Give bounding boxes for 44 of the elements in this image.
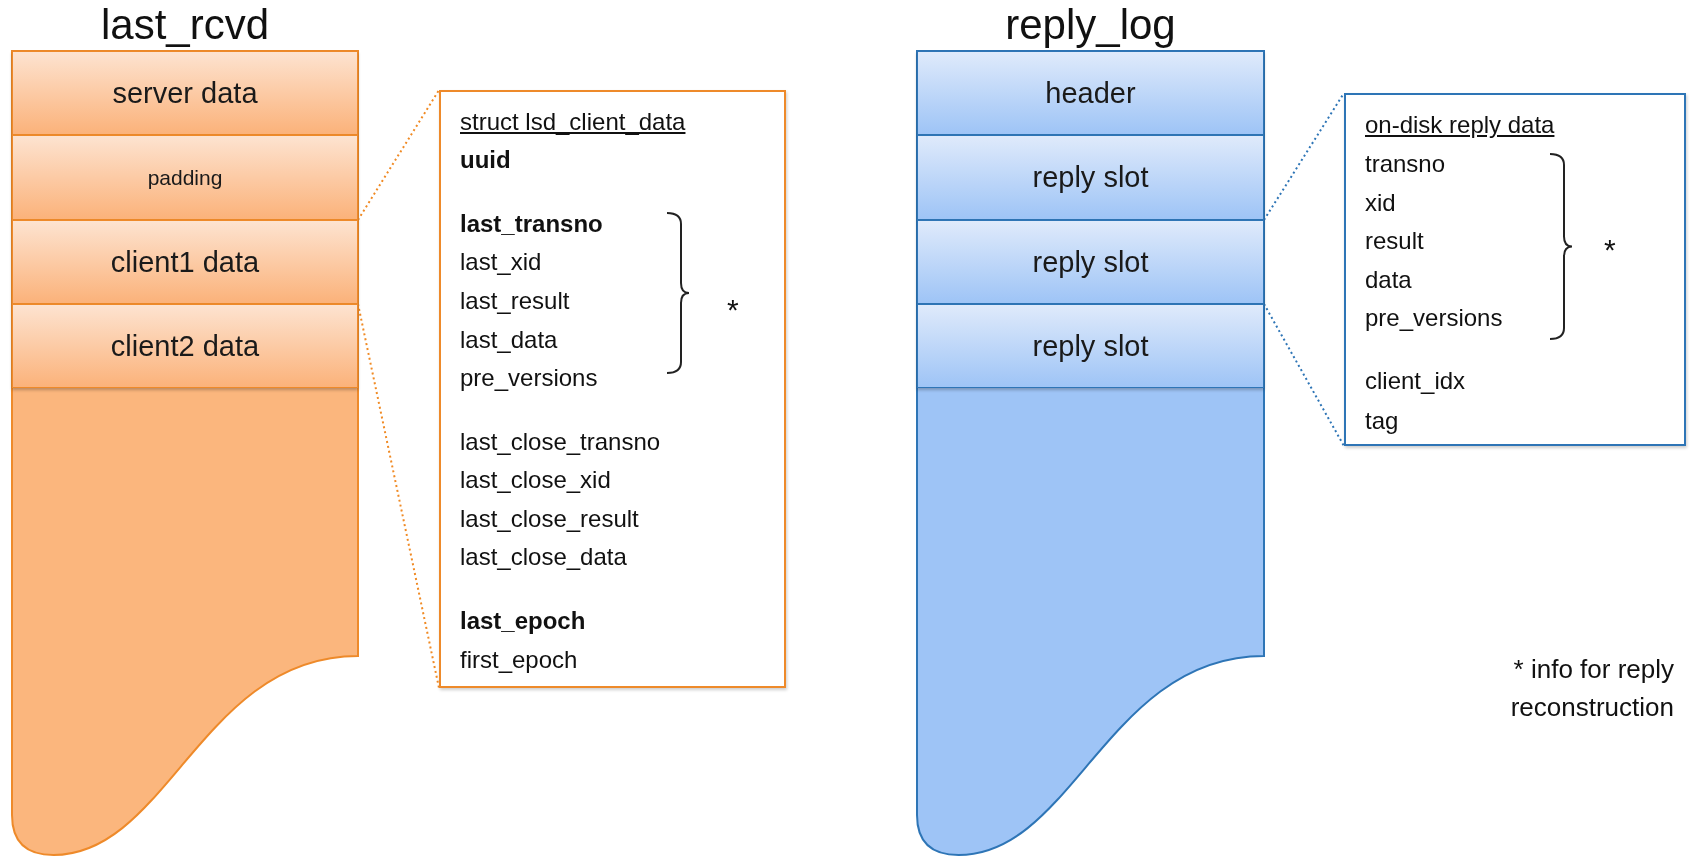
segment-label: reply slot [1032,245,1149,279]
field-name: last_close_xid [460,465,611,495]
storage-segment [917,304,1264,388]
field-name: last_close_result [460,504,639,534]
field-name: last_epoch [460,606,586,636]
storage-segment [12,220,358,304]
field-name: last_data [460,325,558,355]
storage-segment [12,51,358,135]
struct-detail-box [439,90,786,688]
storage-segment [12,304,358,388]
struct-heading: on-disk reply data [1365,110,1555,140]
segment-label: header [1045,76,1136,110]
storage-segment [917,51,1264,135]
field-name: pre_versions [1365,303,1503,333]
struct-detail-box [1344,93,1686,446]
field-name: last_close_data [460,542,627,572]
struct-heading: struct lsd_client_data [460,107,686,137]
field-name: last_close_transno [460,427,661,457]
field-name: transno [1365,149,1446,179]
storage-title: reply_log [1004,0,1177,50]
segment-label: client1 data [110,245,260,279]
segment-label: reply slot [1032,161,1149,194]
segment-label: server data [112,76,258,110]
storage-segment [12,135,358,220]
field-name: first_epoch [460,645,578,675]
segment-label: padding [147,165,223,190]
field-name: client_idx [1365,366,1466,396]
field-name: last_transno [460,209,603,239]
field-name: uuid [460,145,511,175]
field-name: pre_versions [460,363,598,393]
field-name: tag [1365,406,1399,436]
field-name: data [1365,265,1412,295]
storage-title: last_rcvd [99,0,271,50]
footnote-text: * info for reply reconstruction [1509,653,1674,724]
field-name: last_xid [460,247,542,277]
field-name: xid [1365,188,1396,218]
footnote-mark: * [1604,233,1616,267]
field-name: last_result [460,286,570,316]
storage-segment [917,220,1264,304]
field-name: result [1365,226,1424,256]
footnote-mark: * [727,293,739,327]
segment-label: client2 data [110,329,260,363]
storage-segment [917,135,1264,220]
segment-label: reply slot [1032,329,1149,363]
